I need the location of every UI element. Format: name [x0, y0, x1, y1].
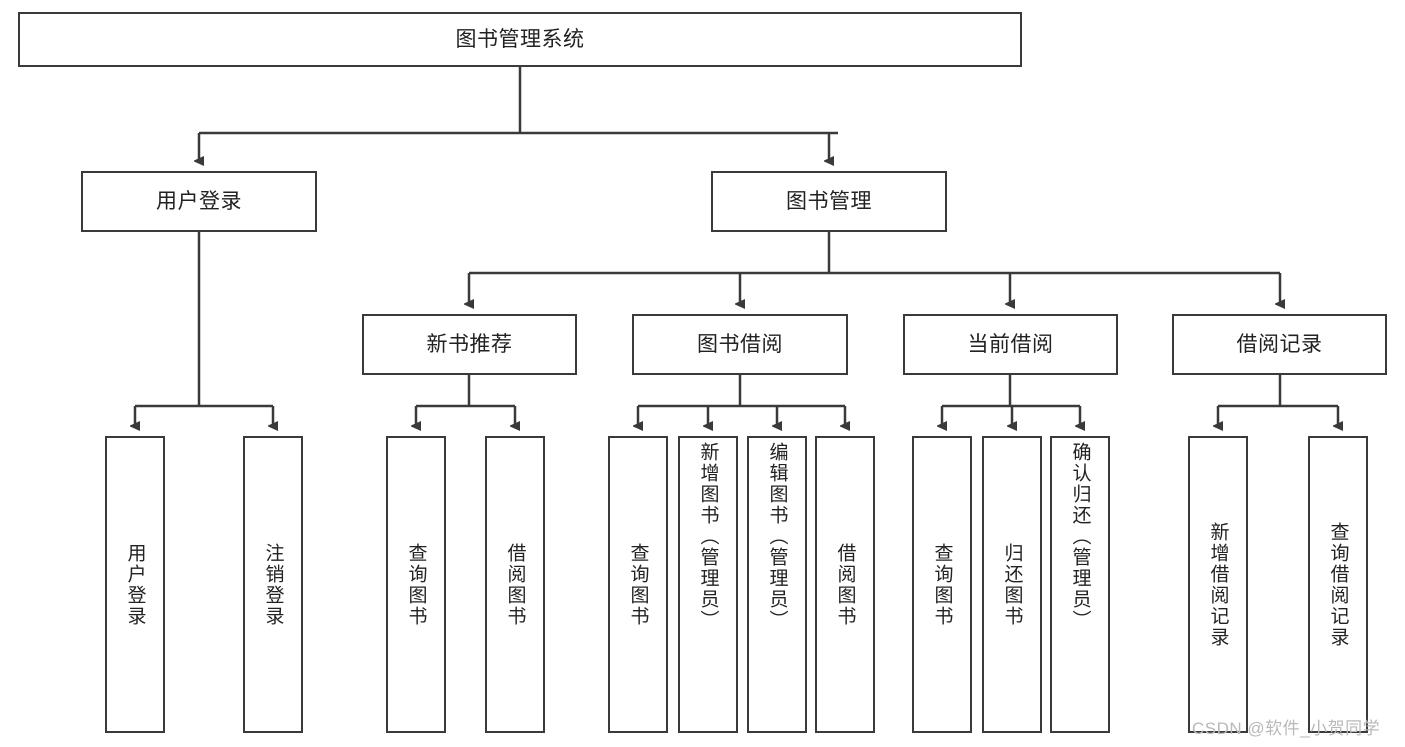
edges-borrow-record: [1218, 375, 1338, 426]
leaf-borrow-book-label: 借阅图书: [834, 542, 856, 627]
leaf-add-book-admin-label: 新增图书（管理员）: [697, 442, 719, 631]
node-root[interactable]: 图书管理系统: [18, 12, 1022, 67]
leaf-add-borrow-record-label: 新增借阅记录: [1207, 521, 1229, 648]
leaf-query-borrow-record-label: 查询借阅记录: [1327, 521, 1349, 648]
leaf-query-book-current[interactable]: 查询图书: [912, 436, 972, 733]
edges-root: [199, 67, 838, 161]
leaf-query-book-borrow[interactable]: 查询图书: [608, 436, 668, 733]
node-current-borrow[interactable]: 当前借阅: [903, 314, 1118, 375]
watermark: CSDN @软件_小贺同学: [1192, 719, 1381, 738]
edges-book-borrow: [638, 375, 845, 426]
node-book-management[interactable]: 图书管理: [711, 171, 947, 232]
node-borrow-record[interactable]: 借阅记录: [1172, 314, 1387, 375]
leaf-query-book-newbook[interactable]: 查询图书: [386, 436, 446, 733]
leaf-query-book-newbook-label: 查询图书: [405, 542, 427, 627]
node-user-login-label: 用户登录: [156, 189, 242, 213]
edges-new-book: [416, 375, 515, 426]
leaf-borrow-book-newbook-label: 借阅图书: [504, 542, 526, 627]
node-root-label: 图书管理系统: [455, 27, 585, 51]
leaf-borrow-book-newbook[interactable]: 借阅图书: [485, 436, 545, 733]
leaf-edit-book-admin[interactable]: 编辑图书（管理员）: [747, 436, 807, 733]
leaf-edit-book-admin-label: 编辑图书（管理员）: [766, 442, 788, 631]
node-book-management-label: 图书管理: [786, 189, 872, 213]
node-new-book-recommend-label: 新书推荐: [426, 332, 513, 356]
leaf-user-login[interactable]: 用户登录: [105, 436, 165, 733]
leaf-confirm-return-admin-label: 确认归还（管理员）: [1069, 442, 1091, 631]
node-current-borrow-label: 当前借阅: [967, 332, 1054, 356]
edges-book-management: [469, 232, 1280, 304]
leaf-user-login-label: 用户登录: [124, 542, 146, 627]
leaf-return-book-label: 归还图书: [1001, 542, 1023, 627]
leaf-logout-login-label: 注销登录: [262, 542, 284, 627]
leaf-query-borrow-record[interactable]: 查询借阅记录: [1308, 436, 1368, 733]
leaf-query-book-borrow-label: 查询图书: [627, 542, 649, 627]
node-new-book-recommend[interactable]: 新书推荐: [362, 314, 577, 375]
leaf-borrow-book[interactable]: 借阅图书: [815, 436, 875, 733]
leaf-return-book[interactable]: 归还图书: [982, 436, 1042, 733]
node-book-borrow[interactable]: 图书借阅: [632, 314, 848, 375]
leaf-add-book-admin[interactable]: 新增图书（管理员）: [678, 436, 738, 733]
node-book-borrow-label: 图书借阅: [697, 332, 783, 356]
leaf-add-borrow-record[interactable]: 新增借阅记录: [1188, 436, 1248, 733]
leaf-confirm-return-admin[interactable]: 确认归还（管理员）: [1050, 436, 1110, 733]
leaf-query-book-current-label: 查询图书: [931, 542, 953, 627]
node-user-login[interactable]: 用户登录: [81, 171, 317, 232]
leaf-logout-login[interactable]: 注销登录: [243, 436, 303, 733]
edges-current-borrow: [942, 375, 1080, 426]
edges-user-login: [135, 232, 273, 426]
node-borrow-record-label: 借阅记录: [1236, 332, 1323, 356]
